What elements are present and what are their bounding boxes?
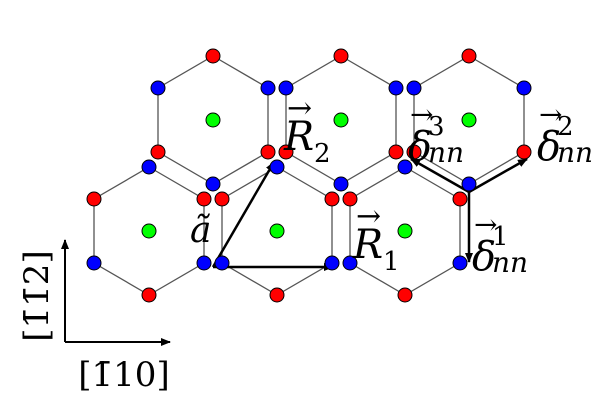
axis-x-label: [1̄10] bbox=[78, 355, 169, 395]
axis-indicator: [1̄10] [1̄1̄2] bbox=[17, 239, 171, 395]
red-site bbox=[406, 144, 422, 160]
red-site bbox=[278, 144, 294, 160]
red-site bbox=[141, 287, 157, 303]
svg-text:→: → bbox=[410, 98, 433, 131]
blue-site bbox=[260, 80, 276, 96]
green-center-site bbox=[205, 112, 221, 128]
blue-site bbox=[214, 255, 230, 271]
svg-text:1: 1 bbox=[492, 222, 509, 252]
green-center-site bbox=[269, 223, 285, 239]
blue-site bbox=[388, 80, 404, 96]
blue-site bbox=[278, 80, 294, 96]
axis-y-label: [1̄1̄2] bbox=[17, 250, 57, 341]
lattice-sites bbox=[86, 48, 532, 303]
svg-text:1: 1 bbox=[383, 247, 400, 277]
svg-text:→: → bbox=[287, 91, 312, 126]
green-center-site bbox=[397, 223, 413, 239]
blue-site bbox=[86, 255, 102, 271]
blue-site bbox=[269, 159, 285, 175]
red-site bbox=[388, 144, 404, 160]
red-site bbox=[205, 48, 221, 64]
red-site bbox=[324, 191, 340, 207]
delta-2-vector bbox=[468, 157, 528, 194]
green-center-site bbox=[461, 112, 477, 128]
green-center-site bbox=[141, 223, 157, 239]
R2-label: R 2 → bbox=[283, 91, 331, 169]
red-site bbox=[333, 48, 349, 64]
red-site bbox=[269, 287, 285, 303]
blue-site bbox=[324, 255, 340, 271]
blue-site bbox=[141, 159, 157, 175]
svg-text:R: R bbox=[283, 114, 314, 160]
svg-text:nn: nn bbox=[557, 136, 593, 169]
delta-2-label: δ 2 nn → bbox=[537, 98, 593, 170]
blue-site bbox=[452, 255, 468, 271]
svg-text:δ: δ bbox=[472, 234, 496, 280]
blue-site bbox=[333, 176, 349, 192]
R1-label: R 1 → bbox=[352, 199, 400, 277]
red-site bbox=[452, 191, 468, 207]
blue-site bbox=[461, 176, 477, 192]
blue-site bbox=[397, 159, 413, 175]
svg-text:→: → bbox=[539, 98, 562, 131]
svg-text:δ: δ bbox=[537, 124, 561, 170]
red-site bbox=[260, 144, 276, 160]
svg-text:nn: nn bbox=[428, 136, 464, 169]
svg-text:→: → bbox=[356, 199, 381, 234]
red-site bbox=[342, 191, 358, 207]
R2-vector bbox=[211, 161, 276, 268]
hexagon-centers bbox=[141, 112, 477, 239]
green-center-site bbox=[333, 112, 349, 128]
red-site bbox=[86, 191, 102, 207]
blue-site bbox=[342, 255, 358, 271]
svg-text:3: 3 bbox=[428, 112, 445, 142]
red-site bbox=[397, 287, 413, 303]
red-site bbox=[150, 144, 166, 160]
red-site bbox=[461, 48, 477, 64]
svg-text:2: 2 bbox=[314, 139, 331, 169]
lattice-constant-label: ã bbox=[190, 210, 211, 251]
blue-site bbox=[196, 255, 212, 271]
svg-text:nn: nn bbox=[492, 246, 528, 279]
svg-text:→: → bbox=[474, 208, 497, 241]
blue-site bbox=[205, 176, 221, 192]
red-site bbox=[214, 191, 230, 207]
svg-text:δ: δ bbox=[408, 124, 432, 170]
red-site bbox=[196, 191, 212, 207]
red-site bbox=[516, 144, 532, 160]
blue-site bbox=[516, 80, 532, 96]
lattice-vectors bbox=[211, 157, 528, 271]
delta-1-label: δ 1 nn → bbox=[472, 208, 528, 280]
blue-site bbox=[150, 80, 166, 96]
svg-text:R: R bbox=[352, 222, 383, 268]
delta-3-vector bbox=[410, 157, 470, 194]
blue-site bbox=[406, 80, 422, 96]
delta-3-label: δ 3 nn → bbox=[408, 98, 464, 170]
svg-text:2: 2 bbox=[557, 112, 574, 142]
